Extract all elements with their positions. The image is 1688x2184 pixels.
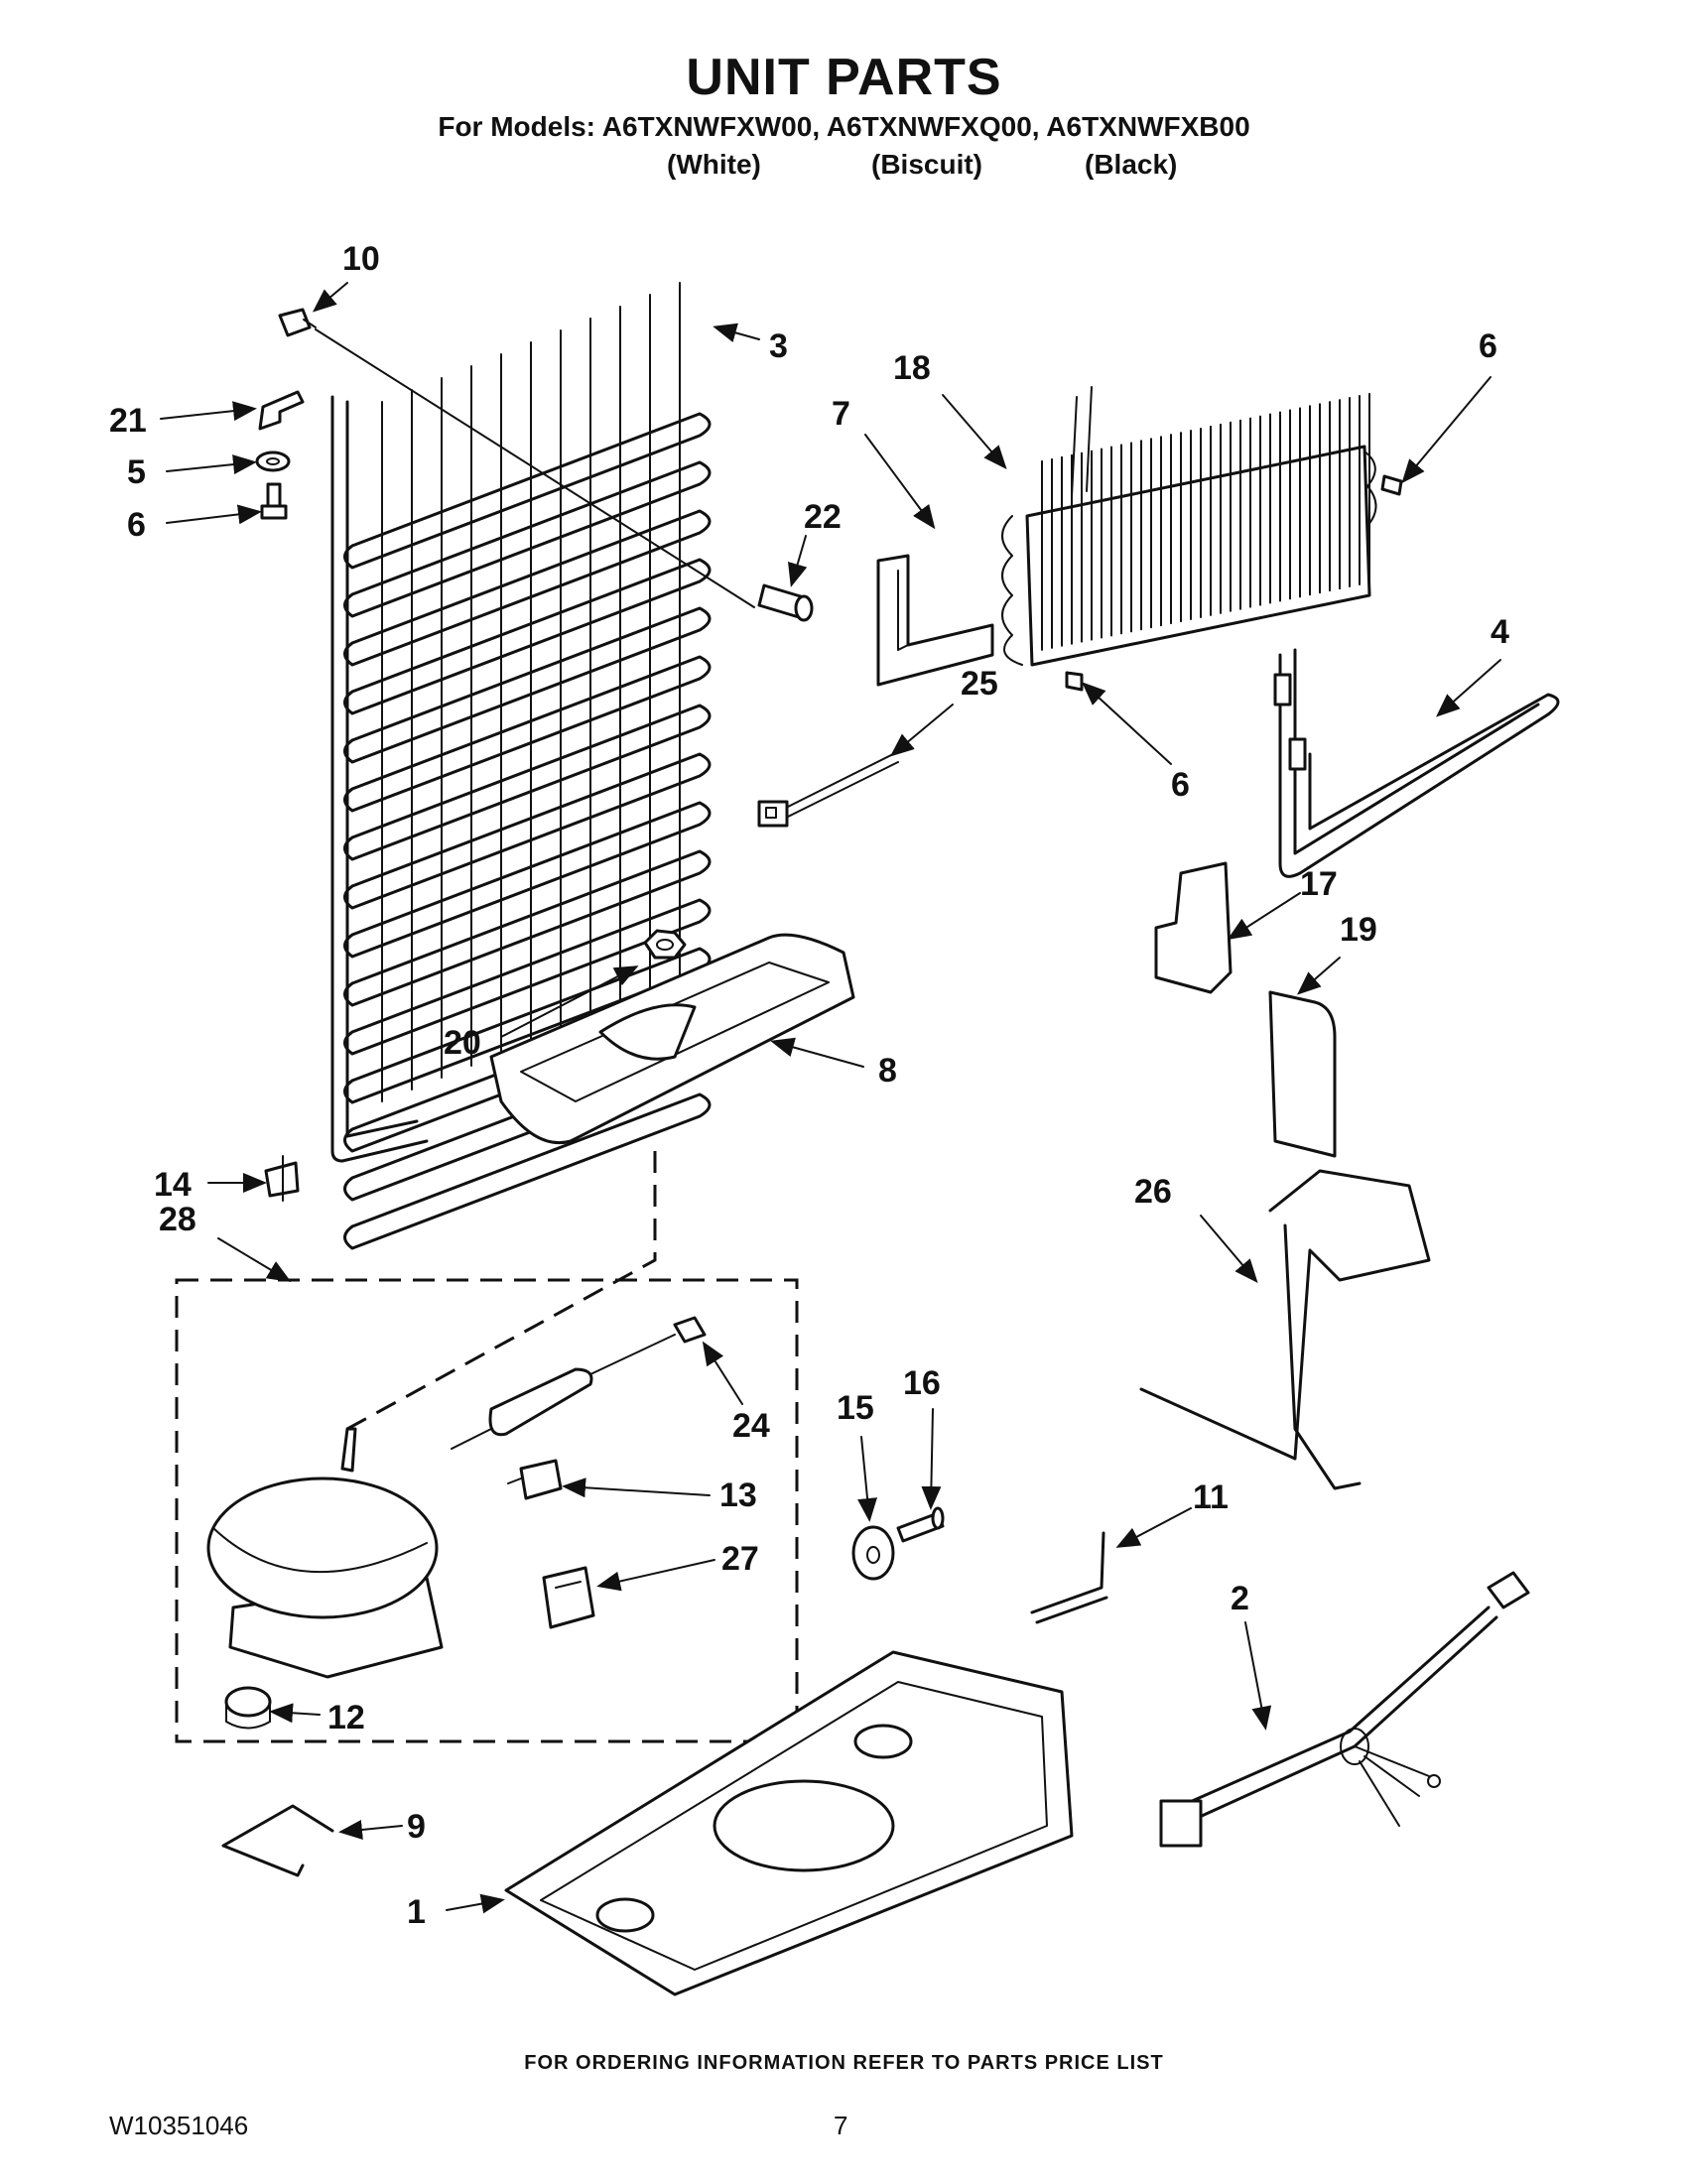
coil-loop — [343, 801, 712, 959]
callout-10: 10 — [342, 240, 380, 278]
coil-loop — [343, 509, 712, 667]
callout-6-right: 6 — [1479, 327, 1497, 365]
coil-loop — [343, 655, 712, 813]
finish-black: (Black) — [1085, 149, 1178, 180]
coil-loop — [343, 558, 712, 715]
callout-9: 9 — [407, 1808, 426, 1846]
coil-loop — [343, 412, 712, 570]
overload-part-27 — [542, 1566, 595, 1629]
callout-13: 13 — [719, 1477, 757, 1514]
callout-12: 12 — [327, 1699, 365, 1736]
callout-2: 2 — [1231, 1580, 1249, 1617]
callout-3: 3 — [769, 327, 788, 365]
callout-20: 20 — [444, 1024, 481, 1062]
finish-white: (White) — [667, 149, 761, 180]
coil-loop — [343, 752, 712, 910]
callout-11: 11 — [1193, 1478, 1229, 1516]
compressor — [206, 1427, 444, 1679]
leader-lines — [160, 282, 1501, 1914]
callout-22: 22 — [804, 498, 842, 536]
callout-19: 19 — [1340, 911, 1377, 949]
page-title: UNIT PARTS — [686, 49, 1002, 106]
bracket-part-7 — [876, 554, 994, 687]
callout-27: 27 — [721, 1540, 759, 1578]
base-pan-part-1 — [504, 1650, 1074, 1996]
wire-clip-part-9 — [221, 1804, 334, 1877]
callout-14: 14 — [154, 1166, 192, 1204]
coil-loop — [343, 704, 712, 861]
cable-tie-part-25 — [757, 753, 899, 828]
heater-part-4 — [1273, 648, 1560, 878]
coil-loop — [343, 606, 712, 764]
callout-6-bottom: 6 — [1171, 766, 1190, 804]
page-number: 7 — [834, 2111, 848, 2140]
ordering-info: FOR ORDERING INFORMATION REFER TO PARTS … — [524, 2052, 1164, 2074]
washer-part-5 — [255, 450, 291, 472]
wiring-harness-part-2 — [1159, 1571, 1530, 1848]
foam-block-part-19 — [1268, 990, 1337, 1158]
nut-part-20 — [643, 929, 687, 960]
grommet-part-12 — [224, 1686, 272, 1730]
callout-28: 28 — [159, 1201, 196, 1238]
bracket-part-21 — [258, 390, 305, 431]
callout-17: 17 — [1300, 865, 1338, 903]
grommet-part-15 — [851, 1525, 895, 1581]
callout-18: 18 — [893, 349, 931, 387]
clip-part-14 — [264, 1155, 300, 1202]
coil-loop — [343, 1092, 712, 1250]
shoulder-bolt-part-16 — [896, 1506, 945, 1543]
drier-part-24 — [451, 1316, 707, 1450]
callout-21: 21 — [109, 402, 147, 440]
callout-26: 26 — [1134, 1173, 1172, 1211]
relay-part-13 — [507, 1459, 563, 1500]
coil-loop — [343, 460, 712, 618]
models-line: For Models: A6TXNWFXW00, A6TXNWFXQ00, A6… — [438, 111, 1250, 142]
callout-1: 1 — [407, 1893, 426, 1931]
finish-biscuit: (Biscuit) — [871, 149, 982, 180]
tube-part-26 — [1139, 1169, 1431, 1490]
screw-part-6-right — [1380, 474, 1403, 496]
foam-block-part-17 — [1154, 861, 1233, 994]
screw-part-6-left — [260, 482, 288, 520]
callout-5: 5 — [127, 453, 146, 491]
callout-4: 4 — [1491, 613, 1509, 651]
plug-part-22 — [757, 583, 814, 622]
document-number: W10351046 — [109, 2111, 249, 2140]
callout-24: 24 — [732, 1407, 770, 1445]
callout-16: 16 — [903, 1364, 941, 1402]
callout-6-left: 6 — [127, 506, 146, 544]
condenser-coil — [330, 282, 712, 1250]
callout-8: 8 — [878, 1052, 897, 1090]
screw-part-10 — [278, 308, 317, 337]
coil-loop — [343, 849, 712, 1007]
callout-15: 15 — [837, 1389, 874, 1427]
compressor-assembly-outline-part-28 — [175, 1278, 799, 1743]
coil-loop — [343, 898, 712, 1056]
drain-pan-part-8 — [489, 933, 855, 1145]
tube-part-11 — [1030, 1531, 1108, 1624]
callout-7: 7 — [832, 395, 850, 433]
callout-25: 25 — [961, 665, 998, 703]
evaporator-part-18 — [1001, 386, 1377, 667]
screw-part-6-bottom — [1065, 671, 1084, 692]
